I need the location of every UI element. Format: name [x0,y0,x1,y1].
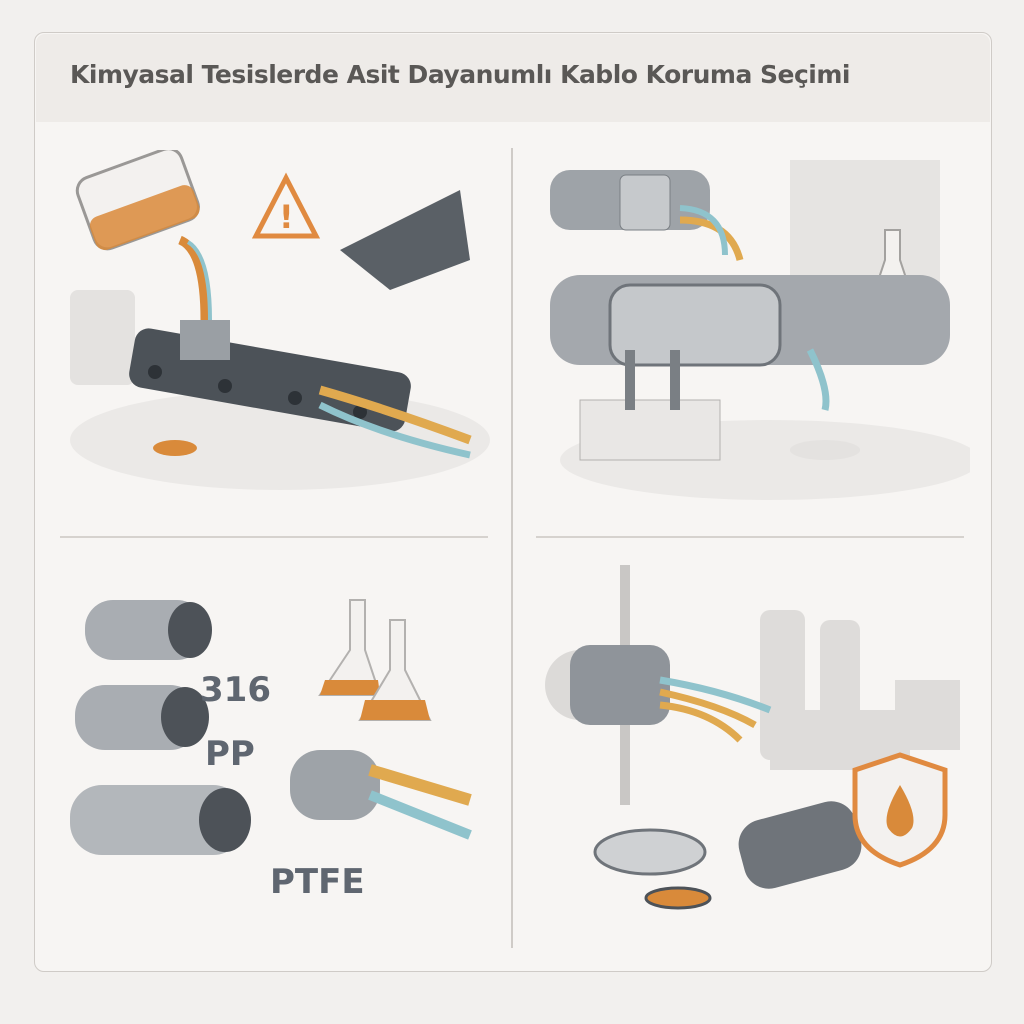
horizontal-divider-left [60,536,488,538]
panel-sealed-entry-shield [545,565,960,910]
horizontal-divider-right [536,536,964,538]
pipe-pp-icon [75,685,209,750]
sleeved-cable-icon [290,750,472,840]
beaker-pouring-icon [75,150,200,251]
label-ptfe: PTFE [270,862,365,902]
panel-acid-spill-cable-chain: ! [70,150,490,490]
plant-tanks-icon [760,610,960,770]
page-title: Kimyasal Tesislerde Asit Dayanumlı Kablo… [70,60,850,89]
cable-chain-icon [129,320,411,432]
shield-drop-icon [852,752,948,868]
pipe-ptfe-icon [70,785,251,855]
connector-icon [340,190,470,290]
pipe-316-icon [85,600,212,660]
panel-sealed-conduit-gland [550,160,970,500]
header-band [36,34,990,122]
warning-icon: ! [251,172,321,239]
bottle-icon [70,290,135,385]
connector-icon [738,801,862,889]
flask-icons [318,599,432,721]
cable-gland-icon [570,645,670,725]
label-pp: PP [205,734,255,774]
vertical-divider [511,148,513,948]
seal-ring-icon [593,828,707,876]
svg-text:!: ! [279,198,294,236]
panel-material-comparison [70,599,472,855]
label-316: 316 [200,670,271,710]
